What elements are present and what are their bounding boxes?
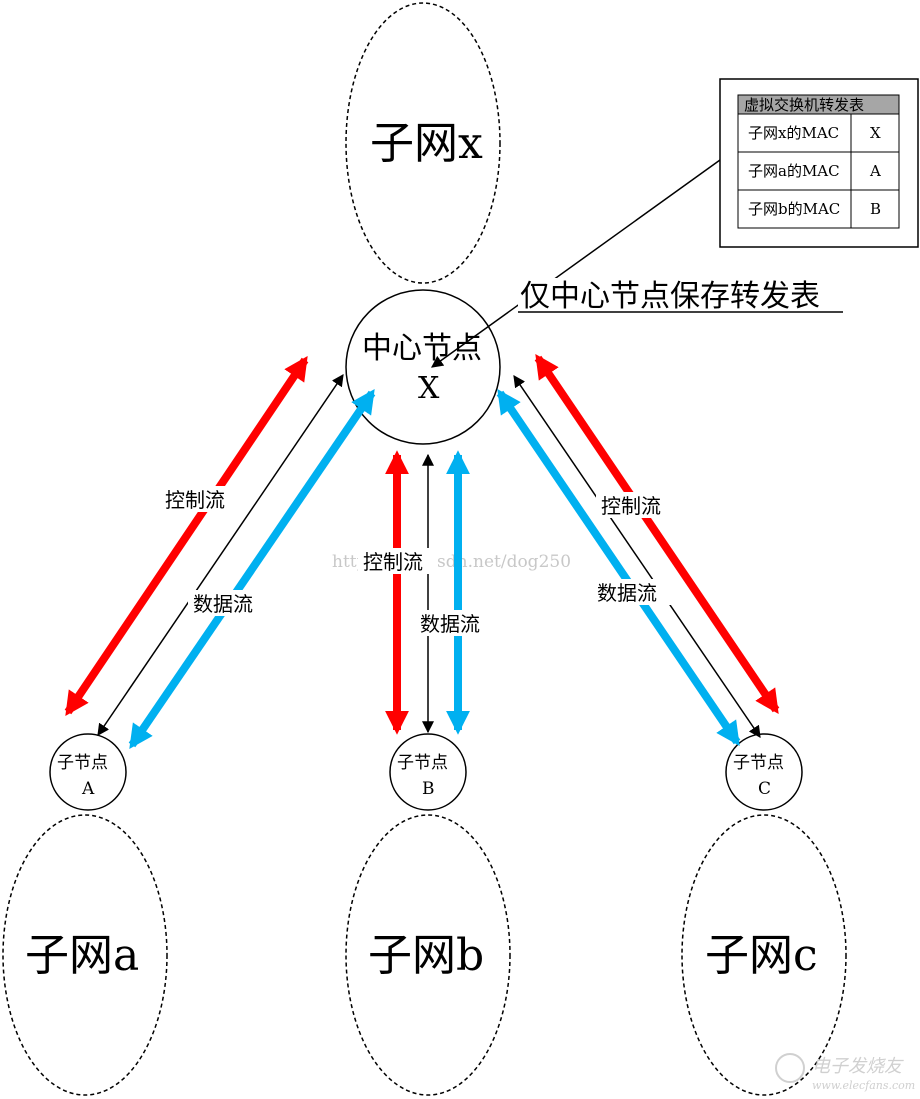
center-node-circle bbox=[345, 289, 501, 445]
subnet-c-ellipse bbox=[681, 814, 847, 1096]
child-node-b-id: B bbox=[422, 779, 435, 799]
subnet-x-ellipse bbox=[345, 2, 501, 284]
child-node-b-circle bbox=[389, 733, 467, 811]
center-node-id: X bbox=[418, 371, 440, 406]
subnet-b-ellipse bbox=[345, 814, 511, 1096]
control-flow-label-b: 控制流 bbox=[363, 550, 423, 574]
subnet-b-label: 子网b bbox=[368, 930, 484, 981]
logo-site: www.elecfans.com bbox=[812, 1079, 915, 1092]
table-row-mac: 子网x的MAC bbox=[748, 124, 839, 142]
data-flow-label-a: 数据流 bbox=[193, 592, 253, 616]
child-node-c-id: C bbox=[758, 779, 771, 799]
child-node-c-circle bbox=[725, 733, 803, 811]
callout-note: 仅中心节点保存转发表 bbox=[520, 279, 820, 314]
subnet-x-label: 子网x bbox=[370, 118, 483, 169]
table-row-node: X bbox=[870, 124, 881, 142]
child-node-b-title: 子节点 bbox=[397, 753, 448, 773]
control-flow-label-a: 控制流 bbox=[165, 488, 225, 512]
child-node-a-id: A bbox=[81, 779, 95, 799]
data-flow-arrow-c bbox=[496, 389, 741, 746]
table-row-node: A bbox=[869, 162, 881, 180]
subnet-a-ellipse bbox=[2, 814, 168, 1096]
signal-arrow-a bbox=[97, 374, 344, 736]
table-row-node: B bbox=[870, 200, 881, 218]
child-node-a-circle bbox=[49, 733, 127, 811]
table-row-mac: 子网b的MAC bbox=[748, 200, 840, 218]
callout-line bbox=[431, 159, 721, 368]
control-flow-label-c: 控制流 bbox=[601, 494, 661, 518]
child-node-c-title: 子节点 bbox=[733, 753, 784, 773]
logo-name: 电子发烧友 bbox=[812, 1056, 904, 1077]
subnet-c-label: 子网c bbox=[705, 930, 818, 981]
table-row-mac: 子网a的MAC bbox=[748, 162, 840, 180]
child-node-a-title: 子节点 bbox=[57, 753, 108, 773]
data-flow-label-b: 数据流 bbox=[420, 612, 480, 636]
forwarding-table-title: 虚拟交换机转发表 bbox=[744, 96, 864, 114]
elecfans-logo: 电子发烧友 www.elecfans.com bbox=[775, 1053, 915, 1092]
subnet-a-label: 子网a bbox=[25, 930, 139, 981]
data-flow-arrow-a bbox=[128, 389, 376, 749]
data-flow-label-c: 数据流 bbox=[597, 581, 657, 605]
center-node-title: 中心节点 bbox=[362, 331, 482, 366]
control-flow-arrow-c bbox=[534, 354, 780, 714]
